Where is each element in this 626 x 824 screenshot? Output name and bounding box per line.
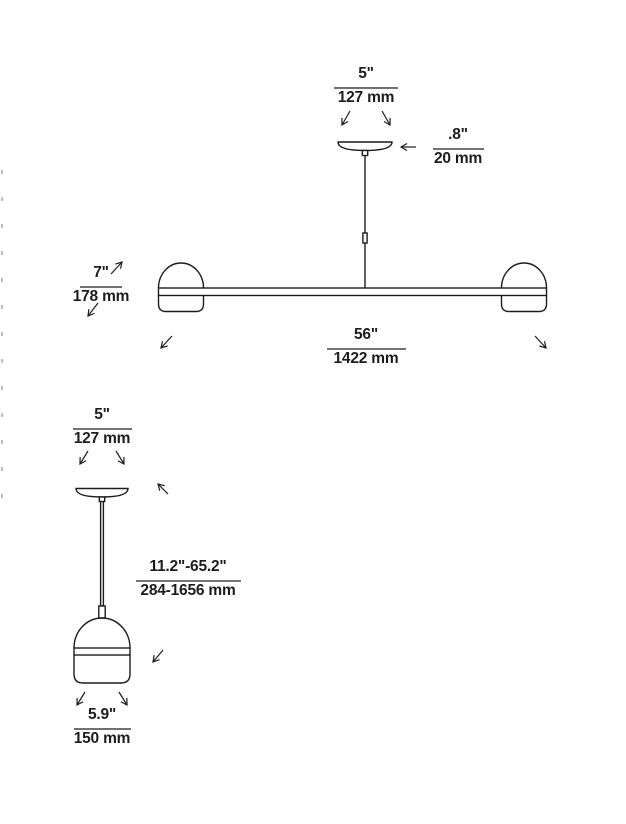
dimension-arrow-icon [79,450,89,466]
linear-shade-left-cup [157,295,205,313]
linear-overall-width-inches: 56" [354,326,378,343]
linear-shade-right-cup [500,295,548,313]
linear-canopy-stem-mount [361,149,369,157]
dimension-arrow-icon [152,649,164,663]
linear-stem-coupler [362,232,368,244]
linear-fixture-drawing [157,141,548,313]
linear-shade-left-dome [157,262,205,289]
pendant-shade-dome [73,617,131,649]
dimension-arrow-icon [110,261,123,275]
dimension-arrow-icon [381,110,391,127]
pendant-canopy-width-inches: 5" [94,406,110,423]
linear-shade-right-dome [500,262,548,289]
dimension-arrow-icon [118,691,128,707]
dimension-arrow-icon [76,691,86,707]
pendant-suspension-range-inches: 11.2"-65.2" [149,558,226,575]
pendant-shade-band [73,647,131,656]
pendant-suspension-range-mm: 284-1656 mm [140,582,235,599]
linear-canopy [337,141,393,152]
linear-dimensions: 5" 127 mm .8" 20 mm 7" 178 mm 56" 1422 m… [73,65,547,367]
linear-shade-height-inches: 7" [93,264,109,281]
pendant-canopy-stem-mount [98,496,106,503]
pendant-shade-cup [73,655,131,684]
pendant-canopy [75,487,129,498]
dimension-arrow-icon [87,302,99,317]
linear-bar [157,287,548,297]
pendant-shade-width-inches: 5.9" [88,706,116,723]
dimension-arrow-icon [341,110,351,127]
linear-canopy-height-mm: 20 mm [434,150,482,167]
dimension-arrow-icon [160,335,173,349]
pendant-rod [99,500,105,607]
linear-shade-height-mm: 178 mm [73,288,130,305]
pendant-shade-width-mm: 150 mm [74,730,131,747]
dimension-arrow-icon [115,450,125,466]
pendant-rod-coupler [98,605,106,619]
linear-canopy-height-inches: .8" [448,126,468,143]
pendant-fixture-drawing [73,487,131,684]
pendant-canopy-width-mm: 127 mm [74,430,131,447]
dimension-arrow-icon [157,483,169,495]
linear-canopy-width-mm: 127 mm [338,89,395,106]
pendant-dimensions: 5" 127 mm 11.2"-65.2" 284-1656 mm 5.9" 1… [73,406,241,747]
dimension-arrow-icon [534,335,547,349]
linear-canopy-width-inches: 5" [358,65,374,82]
linear-overall-width-mm: 1422 mm [334,350,399,367]
